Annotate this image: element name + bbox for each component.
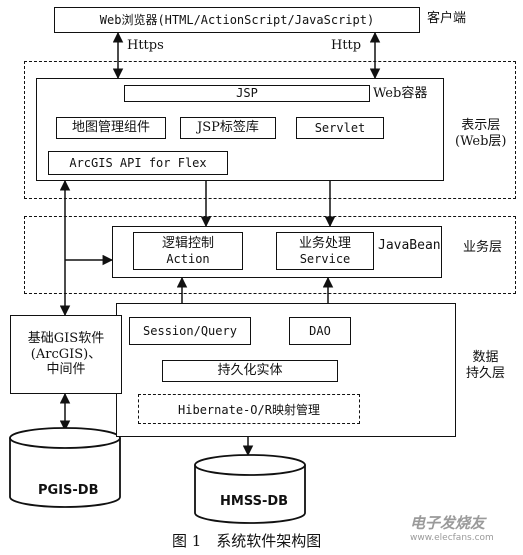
dao-box: DAO <box>289 317 351 345</box>
jsp-taglib-label: JSP标签库 <box>197 120 259 136</box>
presentation-layer-region <box>24 61 516 199</box>
map-component-label: 地图管理组件 <box>71 120 150 136</box>
arcgis-api-box: ArcGIS API for Flex <box>48 151 228 175</box>
action-label-en: Action <box>166 251 210 266</box>
http-label: Http <box>331 38 362 53</box>
action-box: 逻辑控制 Action <box>133 232 243 270</box>
hmss-db-label: HMSS-DB <box>220 494 289 509</box>
jsp-taglib-box: JSP标签库 <box>180 117 276 139</box>
javabean-label: JavaBean <box>378 238 441 253</box>
hibernate-box: Hibernate-O/R映射管理 <box>138 394 360 424</box>
service-label-en: Service <box>299 251 351 266</box>
figure-caption: 图 1 系统软件架构图 <box>172 532 322 550</box>
persistent-entity-box: 持久化实体 <box>162 360 338 382</box>
pgis-db-cylinder <box>9 427 121 508</box>
persistence-layer-label: 数据 持久层 <box>466 350 506 382</box>
dao-label: DAO <box>309 323 331 338</box>
persistent-entity-label: 持久化实体 <box>217 363 283 379</box>
map-component-box: 地图管理组件 <box>56 117 166 139</box>
web-browser-box: Web浏览器(HTML/ActionScript/JavaScript) <box>54 7 420 33</box>
service-label-cn: 业务处理 <box>298 236 351 251</box>
hibernate-label: Hibernate-O/R映射管理 <box>178 402 320 417</box>
web-container-label: Web容器 <box>373 86 428 101</box>
gis-software-line3: 中间件 <box>46 362 86 378</box>
jsp-label: JSP <box>236 86 258 101</box>
presentation-layer-label: 表示层 (Web层) <box>455 118 507 150</box>
web-browser-label: Web浏览器(HTML/ActionScript/JavaScript) <box>99 12 375 27</box>
session-query-box: Session/Query <box>129 317 251 345</box>
jsp-box: JSP <box>124 85 370 102</box>
business-layer-label: 业务层 <box>463 240 503 255</box>
pgis-db-label: PGIS-DB <box>38 483 99 498</box>
gis-software-box: 基础GIS软件 (ArcGIS)、 中间件 <box>10 315 122 394</box>
hmss-db-cylinder <box>194 454 306 524</box>
arcgis-api-label: ArcGIS API for Flex <box>69 155 207 170</box>
servlet-label: Servlet <box>314 120 366 135</box>
session-query-label: Session/Query <box>143 323 237 338</box>
watermark-logo: 电子发烧友 www.elecfans.com <box>410 514 494 543</box>
action-label-cn: 逻辑控制 <box>161 236 214 251</box>
client-layer-label: 客户端 <box>427 11 467 26</box>
business-layer-region <box>24 216 516 294</box>
gis-software-line1: 基础GIS软件 <box>27 331 105 347</box>
service-box: 业务处理 Service <box>276 232 374 270</box>
https-label: Https <box>127 38 164 53</box>
servlet-box: Servlet <box>296 117 384 139</box>
gis-software-line2: (ArcGIS)、 <box>30 346 102 362</box>
